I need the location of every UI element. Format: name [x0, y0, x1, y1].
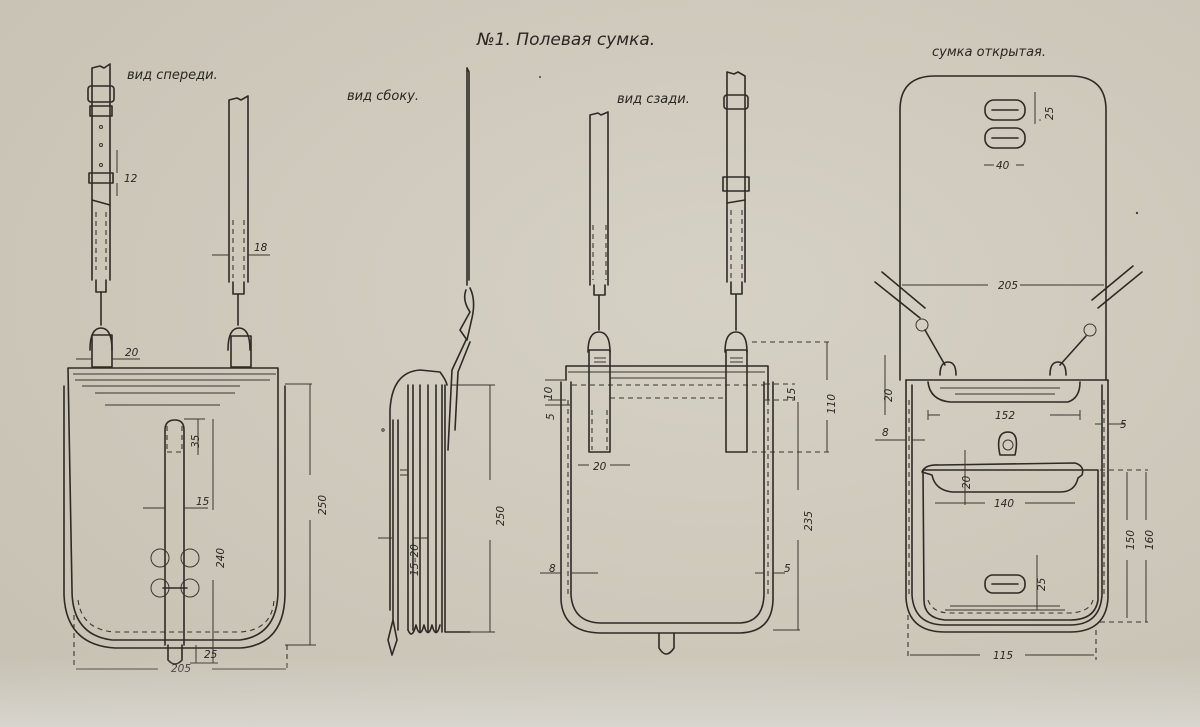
pocket-tab: [997, 431, 1018, 456]
dim-back-top-10: 10: [543, 386, 555, 400]
dim-back-margin-right: 5: [784, 563, 791, 575]
side-bag-outline: [389, 369, 448, 611]
back-bag-top: [565, 365, 769, 401]
dim-back-height: 235: [803, 511, 815, 531]
view-label-side: вид сбоку.: [347, 89, 419, 104]
dim-open-pocket-160: 160: [1144, 530, 1156, 550]
open-left-strap: [874, 271, 926, 319]
dim-front-closure-width: 15: [196, 496, 210, 508]
back-view: 10 5 20 15 110 235 8 5: [540, 71, 838, 655]
front-view: 12 18 20 35: [63, 63, 329, 675]
dim-open-base-width: 115: [993, 650, 1013, 662]
dim-front-width: 205: [171, 663, 191, 675]
dim-open-pocket-150: 150: [1125, 530, 1137, 550]
dim-back-top-5: 5: [545, 413, 557, 420]
dim-front-strap-width: 18: [254, 242, 268, 254]
open-pocket: [922, 469, 1099, 621]
dim-front-closure-length: 240: [215, 548, 227, 568]
front-left-strap: 12: [87, 63, 138, 368]
open-flap-slot-2: [984, 127, 1026, 149]
open-bag-body: [905, 379, 1109, 633]
dim-back-margin-left: 8: [549, 563, 556, 575]
view-label-front: вид спереди.: [127, 68, 218, 83]
back-bag-body: [560, 381, 774, 634]
dim-open-slot-width: 40: [996, 160, 1010, 172]
side-strap: [466, 67, 470, 286]
front-right-strap: 18: [212, 95, 270, 368]
back-right-tab: [725, 349, 748, 453]
dim-open-pocket-width: 140: [994, 498, 1014, 510]
paper-specks: [539, 76, 1139, 215]
dim-open-pocket-flap: 20: [961, 475, 973, 489]
dim-open-margin-left: 8: [882, 427, 889, 439]
dim-front-closure-overhang: 25: [204, 649, 218, 661]
view-label-open: сумка открытая.: [932, 45, 1046, 60]
dim-front-hole-spacing: 12: [124, 173, 138, 185]
pocket-flap: [921, 462, 1084, 493]
front-bag-body: [67, 367, 279, 641]
dim-back-strap-width: 20: [593, 461, 607, 473]
dim-front-tab-width: 20: [125, 347, 139, 359]
dim-back-loop-15: 15: [786, 387, 798, 401]
open-flap-slot-1: [984, 99, 1026, 121]
dim-open-slot-height: 25: [1044, 106, 1056, 120]
dim-front-height: 250: [317, 495, 329, 515]
view-label-back: вид сзади.: [617, 92, 690, 107]
dim-side-height: 250: [495, 506, 507, 526]
open-view: 25 40 205 20 152 8: [874, 75, 1156, 662]
back-left-tab: [588, 349, 611, 453]
open-right-strap: [1091, 265, 1143, 309]
open-pocket-slot: [984, 574, 1026, 594]
dim-open-margin-right: 5: [1120, 419, 1127, 431]
dim-open-flap-width: 205: [998, 280, 1018, 292]
side-view: 250 15–20: [378, 67, 507, 656]
dim-front-closure-top: 35: [190, 434, 202, 448]
dim-back-loop-height: 110: [826, 394, 838, 414]
dim-side-gusset: 15–20: [409, 544, 421, 576]
dim-open-top-20: 20: [883, 388, 895, 402]
drawing-title: №1. Полевая сумка.: [476, 30, 655, 50]
dim-open-pocket-top-width: 152: [995, 410, 1015, 422]
open-flap: [899, 75, 1107, 381]
dim-open-lower-slot: 25: [1036, 577, 1048, 591]
